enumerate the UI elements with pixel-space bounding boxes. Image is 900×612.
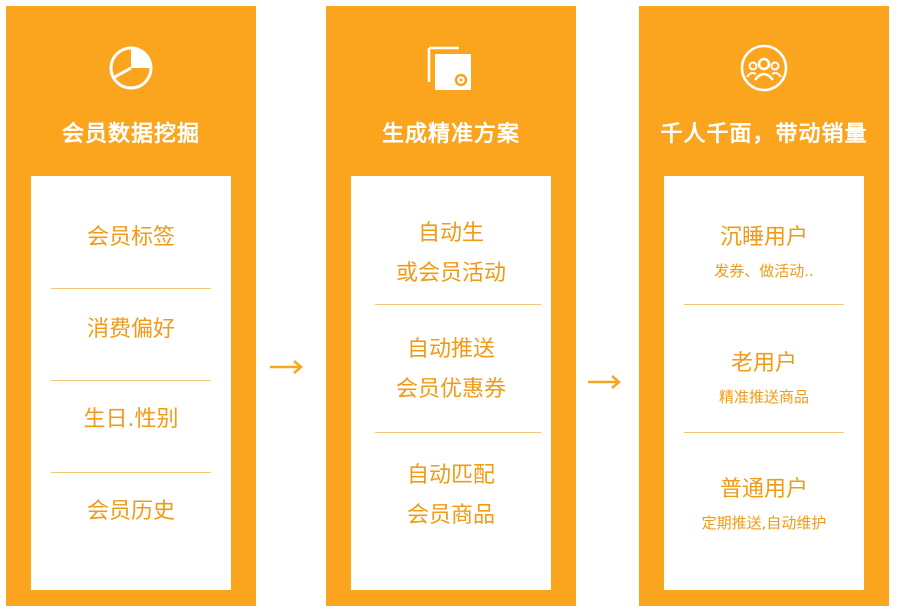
document-gear-icon xyxy=(425,42,477,94)
column-title: 生成精准方案 xyxy=(381,122,520,147)
column-generate-plan: 生成精准方案 自动生 或会员活动 自动推送 会员优惠券 自动匹配 会员商品 xyxy=(326,6,576,606)
list-item: 会员标签 xyxy=(31,218,231,258)
column-title: 千人千面，带动销量 xyxy=(660,122,868,147)
list-item: 生日.性别 xyxy=(31,400,231,440)
divider xyxy=(51,380,211,381)
divider xyxy=(51,472,211,473)
arrow-right-icon xyxy=(270,360,304,374)
item-sublabel: 定期推送,自动维护 xyxy=(701,514,827,532)
column-member-data-mining: 会员数据挖掘 会员标签 消费偏好 生日.性别 会员历史 xyxy=(6,6,256,606)
column-personalization: 千人千面，带动销量 沉睡用户 发券、做活动.. 老用户 精准推送商品 普通用户 … xyxy=(639,6,889,606)
item-label: 会员标签 xyxy=(86,225,175,250)
divider xyxy=(51,288,211,289)
list-item: 会员历史 xyxy=(31,492,231,532)
pie-chart-icon xyxy=(105,42,157,94)
item-label: 自动推送 xyxy=(406,337,495,362)
item-label: 会员优惠券 xyxy=(395,377,506,402)
item-label: 自动生 xyxy=(417,221,484,246)
list-item: 沉睡用户 发券、做活动.. xyxy=(664,218,864,284)
item-list: 会员标签 消费偏好 生日.性别 会员历史 xyxy=(31,176,231,590)
list-item: 自动推送 会员优惠券 xyxy=(351,330,551,410)
item-label: 普通用户 xyxy=(719,477,808,502)
divider xyxy=(684,304,844,305)
arrow-right-icon xyxy=(588,375,622,389)
list-item: 自动匹配 会员商品 xyxy=(351,456,551,536)
item-label: 生日.性别 xyxy=(83,407,179,432)
item-label: 会员商品 xyxy=(406,503,495,528)
item-list: 沉睡用户 发券、做活动.. 老用户 精准推送商品 普通用户 定期推送,自动维护 xyxy=(664,176,864,590)
divider xyxy=(684,432,844,433)
list-item: 消费偏好 xyxy=(31,310,231,350)
item-list: 自动生 或会员活动 自动推送 会员优惠券 自动匹配 会员商品 xyxy=(351,176,551,590)
item-label: 沉睡用户 xyxy=(719,225,808,250)
divider xyxy=(375,432,541,433)
divider xyxy=(375,304,541,305)
list-item: 普通用户 定期推送,自动维护 xyxy=(664,470,864,536)
users-group-icon xyxy=(738,42,790,94)
item-label: 自动匹配 xyxy=(406,463,495,488)
item-sublabel: 精准推送商品 xyxy=(718,388,809,406)
list-item: 老用户 精准推送商品 xyxy=(664,344,864,410)
item-label: 或会员活动 xyxy=(395,261,506,286)
list-item: 自动生 或会员活动 xyxy=(351,214,551,294)
item-sublabel: 发券、做活动.. xyxy=(714,262,814,280)
column-title: 会员数据挖掘 xyxy=(61,122,200,147)
item-label: 消费偏好 xyxy=(86,317,175,342)
item-label: 会员历史 xyxy=(86,499,175,524)
item-label: 老用户 xyxy=(730,351,797,376)
